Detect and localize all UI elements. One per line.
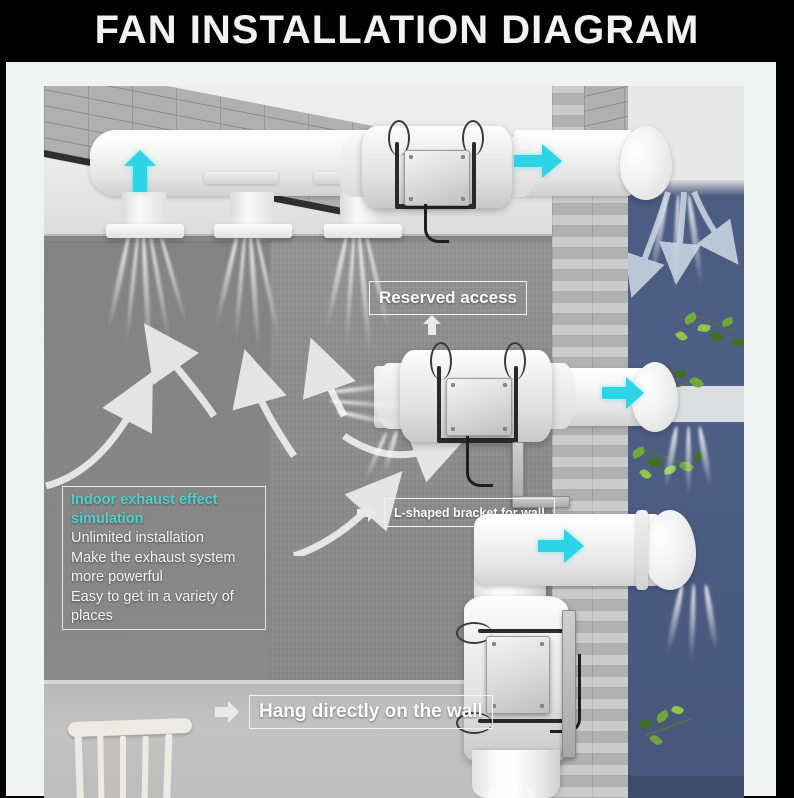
airflow-arrow-top-left [122,148,158,199]
diagram-frame: Reserved access [6,62,776,798]
airflow-arrow-middle [600,374,646,417]
fan-clamp-left [430,342,452,380]
duct-seam-1 [204,172,278,184]
duct-outlet-cap-bottom [644,510,696,590]
fan-junction-box[interactable] [404,150,470,206]
info-line-3: more powerful [71,569,163,585]
arrow-up-pointer-icon [423,315,441,335]
fan-strap-left [395,142,399,208]
label-hang-on-wall-text: Hang directly on the wall [259,701,483,722]
airflow-curved-arrows [45,323,469,556]
fan-strap-bottom [478,719,566,723]
arrow-right-pointer-icon [357,504,377,522]
outdoor-ground [628,776,744,798]
arrow-right-pointer-icon [215,701,239,723]
ceiling-inline-fan[interactable] [338,120,536,243]
info-line-2: Make the exhaust system [71,549,236,566]
wall-mounted-fan[interactable] [375,342,577,487]
pointer-l-shaped-bracket [356,503,378,528]
info-heading-line1: Indoor exhaust effect [71,492,218,508]
info-heading-line2: simulation [71,511,144,527]
duct-outlet-cap-middle [632,362,678,432]
label-reserved-access: Reserved access [369,281,528,315]
info-line-1: Unlimited installation [71,530,204,546]
duct-outlet-cap-top [620,126,672,200]
l-shaped-bracket-middle-arm [512,496,570,508]
fan-strap-right [514,366,518,442]
airflow-arrow-top-right [512,141,564,186]
page-title: FAN INSTALLATION DIAGRAM [94,7,700,52]
fan-clamp-right [462,120,484,156]
vertical-wall-fan[interactable] [456,596,581,764]
bottom-duct-collar [636,510,648,590]
info-box: Indoor exhaust effect simulation Unlimit… [62,486,266,630]
l-shaped-bracket-bottom [562,610,576,758]
fan-power-cord [424,204,449,243]
arrow-up-icon [124,150,156,192]
info-line-4: Easy to get in a variety of [71,588,234,605]
fan-junction-box[interactable] [446,378,512,436]
baseboard [44,680,558,687]
label-hang-on-wall: Hang directly on the wall [249,695,493,729]
fan-clamp-left [388,120,410,156]
airflow-outdoor-arrows-upper [628,190,739,298]
page-title-bar: FAN INSTALLATION DIAGRAM [0,0,794,60]
label-reserved-access-text: Reserved access [379,288,518,307]
fan-strap-top [478,629,566,633]
arrow-right-icon [602,377,644,409]
fan-power-cord [466,436,493,487]
fan-clamp-bottom [456,712,492,734]
info-line-5: places [71,608,113,624]
pointer-reserved-access [422,314,442,341]
fan-clamp-top [456,622,492,644]
arrow-right-icon [514,144,562,178]
fan-junction-box[interactable] [486,636,550,714]
soffit-shadow [44,234,558,244]
pointer-hang-on-wall [214,700,240,729]
fan-strap-left [437,366,441,442]
fan-clamp-right [504,342,526,380]
airflow-arrow-bottom [536,526,586,571]
arrow-right-icon [538,529,584,563]
fan-strap-right [472,142,476,208]
diagram-scene: Reserved access [44,86,744,798]
